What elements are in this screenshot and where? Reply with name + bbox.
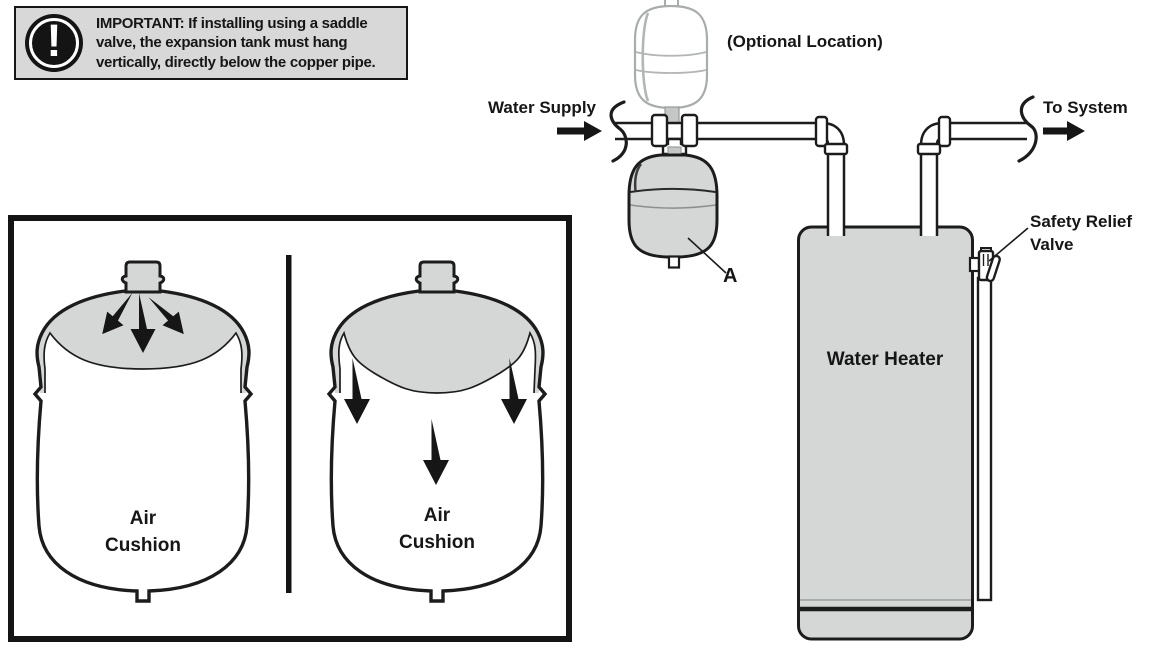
divider-line [286,255,292,593]
notice-text: IMPORTANT: If installing using a saddle … [96,14,398,73]
air-cushion-label-right: Air Cushion [399,505,475,553]
water-supply-label: Water Supply [488,98,596,117]
optional-expansion-tank [633,0,709,126]
alert-icon-ring [29,18,79,68]
notice-body: If installing using a saddle valve, the … [96,14,376,71]
alert-icon-glyph: ! [46,14,62,66]
elbow-flange [937,115,952,148]
membrane-line [43,331,243,393]
membrane-line [337,330,537,394]
valve-leader-line [988,227,1029,262]
callout-leader-line [687,237,727,274]
air-cushion-region [331,291,543,393]
safety-relief-valve-label: Safety Relief Valve [1030,212,1133,254]
important-notice-box: ! IMPORTANT: If installing using a saddl… [14,6,408,80]
valve-lever [985,254,1001,283]
pipe-coupling [680,113,699,148]
water-supply-arrow-icon [557,121,602,141]
optional-location-label: (Optional Location) [727,32,883,51]
riser-collar [916,142,942,156]
pipe-coupling [650,113,669,148]
elbow-flange [814,115,829,148]
tank-a-callout-label: A [723,265,738,287]
tank-cross-section-expanded [33,260,253,603]
tank-cross-section-compressed [327,260,547,603]
pipe-break-mark [609,100,628,163]
plumbing-graphic [557,0,1085,641]
pipe-break-mark [1017,95,1038,163]
alert-exclamation-icon: ! [25,14,83,72]
riser-collar [823,142,849,156]
safety-relief-valve [968,247,1001,283]
to-system-arrow-icon [1043,121,1085,141]
air-cushion-label-left: Air Cushion [105,508,181,556]
notice-prefix: IMPORTANT: [96,14,185,32]
tank-valve [414,260,460,294]
plumbing-diagram: Water Supply (Optional Location) To Syst… [480,0,1153,665]
tank-comparison-box: Air Cushion Air Cushion [8,215,572,642]
water-heater-label: Water Heater [826,349,944,370]
tank-valve [120,260,166,294]
discharge-pipe [976,276,993,602]
expansion-tank-a [627,146,727,274]
tank-a-drain-nub [667,255,681,269]
tank-comparison-graphic [33,255,547,603]
to-system-label: To System [1043,98,1128,117]
water-heater-tank [797,225,974,641]
